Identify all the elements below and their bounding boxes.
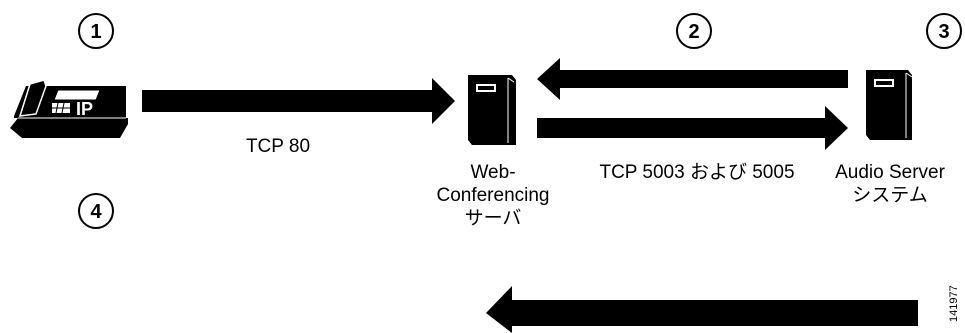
- web-server-label-1: Web-: [470, 162, 515, 183]
- ip-phone-badge: IP: [76, 99, 93, 119]
- arrow-bottom-left: [486, 286, 918, 333]
- step-badge-4: 4: [78, 193, 114, 229]
- figure-id: 141977: [948, 285, 960, 322]
- web-server-label-2: Conferencing: [436, 185, 549, 206]
- server-icon: [866, 70, 913, 140]
- arrow-audio-to-web: [537, 58, 848, 100]
- audio-server-label-2: システム: [852, 185, 927, 206]
- arrow-phone-to-web: [142, 78, 455, 124]
- step-number-2: 2: [688, 21, 699, 43]
- step-number-3: 3: [938, 21, 949, 43]
- step-badge-3: 3: [926, 13, 962, 49]
- server-icon: [468, 75, 516, 145]
- link-label-tcp-5003-5005: TCP 5003 および 5005: [599, 161, 794, 183]
- arrow-web-to-audio: [537, 106, 848, 150]
- step-badge-2: 2: [676, 13, 712, 49]
- link-label-tcp-80: TCP 80: [246, 136, 310, 157]
- ip-phone-icon: IP: [10, 79, 128, 138]
- step-badge-1: 1: [78, 13, 114, 49]
- web-server-label-3: サーバ: [465, 208, 522, 229]
- step-number-1: 1: [90, 21, 101, 43]
- audio-server-label-1: Audio Server: [835, 162, 946, 183]
- step-number-4: 4: [90, 201, 102, 223]
